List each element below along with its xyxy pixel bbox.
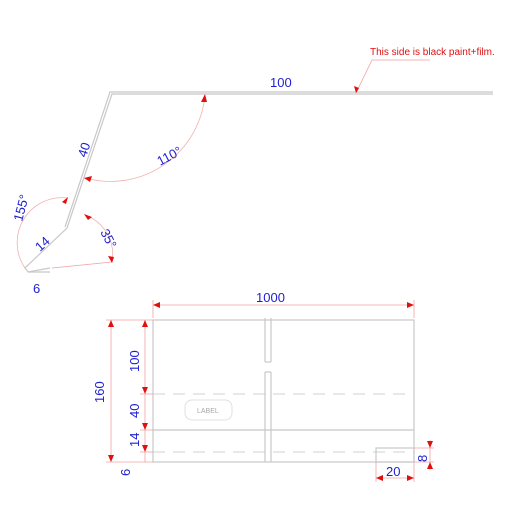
dim-lower-length: 14 bbox=[32, 233, 53, 254]
label-stamp-text: LABEL bbox=[197, 408, 219, 415]
note-leader-arrow bbox=[354, 86, 359, 93]
arrow-s2-bot bbox=[142, 423, 148, 430]
arrow-notch-w-left bbox=[376, 475, 383, 481]
profile-outline bbox=[24, 93, 493, 273]
panel-width-arrow-right bbox=[407, 302, 414, 308]
arc-35-leg bbox=[51, 261, 113, 269]
dim-angle-top: 110° bbox=[154, 143, 184, 168]
dim-seg-4: 6 bbox=[118, 469, 133, 476]
arrow-notch-w-right bbox=[407, 475, 414, 481]
arrow-notch-h-top bbox=[427, 441, 433, 448]
profile-outline-inner bbox=[64, 91, 493, 228]
dim-seg-1: 100 bbox=[127, 350, 142, 372]
panel-notch bbox=[375, 447, 415, 463]
dim-angle-hem: 35° bbox=[97, 226, 119, 250]
arrow-notch-h-bot bbox=[427, 462, 433, 469]
dim-seg-3: 14 bbox=[127, 433, 142, 447]
dim-slope-length: 40 bbox=[75, 141, 94, 159]
arc-35-arrow-a bbox=[84, 214, 92, 220]
dim-notch-width: 20 bbox=[386, 464, 400, 479]
dim-angle-left: 155° bbox=[10, 193, 31, 223]
dim-seg-2: 40 bbox=[127, 404, 142, 418]
dim-height-total: 160 bbox=[92, 381, 107, 403]
note-leader bbox=[355, 59, 430, 94]
panel-width-arrow-left bbox=[153, 302, 160, 308]
arc-155 bbox=[16, 197, 69, 269]
arc-110-arrow-a bbox=[201, 94, 207, 102]
panel-outline bbox=[152, 319, 415, 463]
profile-view: This side is black paint+film. 100 40 11… bbox=[10, 47, 494, 296]
arc-110 bbox=[84, 94, 206, 182]
arc-155-arrow bbox=[62, 197, 68, 204]
panel-view: 1000 LABEL 160 100 40 1 bbox=[92, 290, 434, 482]
arc-35-arrow-b bbox=[108, 256, 114, 263]
arc-110-arrow-b bbox=[84, 176, 92, 182]
dim-hem-length: 6 bbox=[33, 281, 40, 296]
arrow-total-bot bbox=[108, 455, 114, 462]
arrow-total-top bbox=[108, 320, 114, 327]
note-text: This side is black paint+film. bbox=[370, 47, 495, 58]
arrow-s1-bot bbox=[142, 387, 148, 394]
dim-panel-width: 1000 bbox=[256, 290, 285, 305]
label-stamp bbox=[184, 399, 233, 421]
dim-top-length: 100 bbox=[270, 75, 292, 90]
arrow-s1-top bbox=[142, 320, 148, 327]
arrow-s3-bot bbox=[142, 445, 148, 452]
dim-notch-height: 8 bbox=[415, 455, 430, 462]
